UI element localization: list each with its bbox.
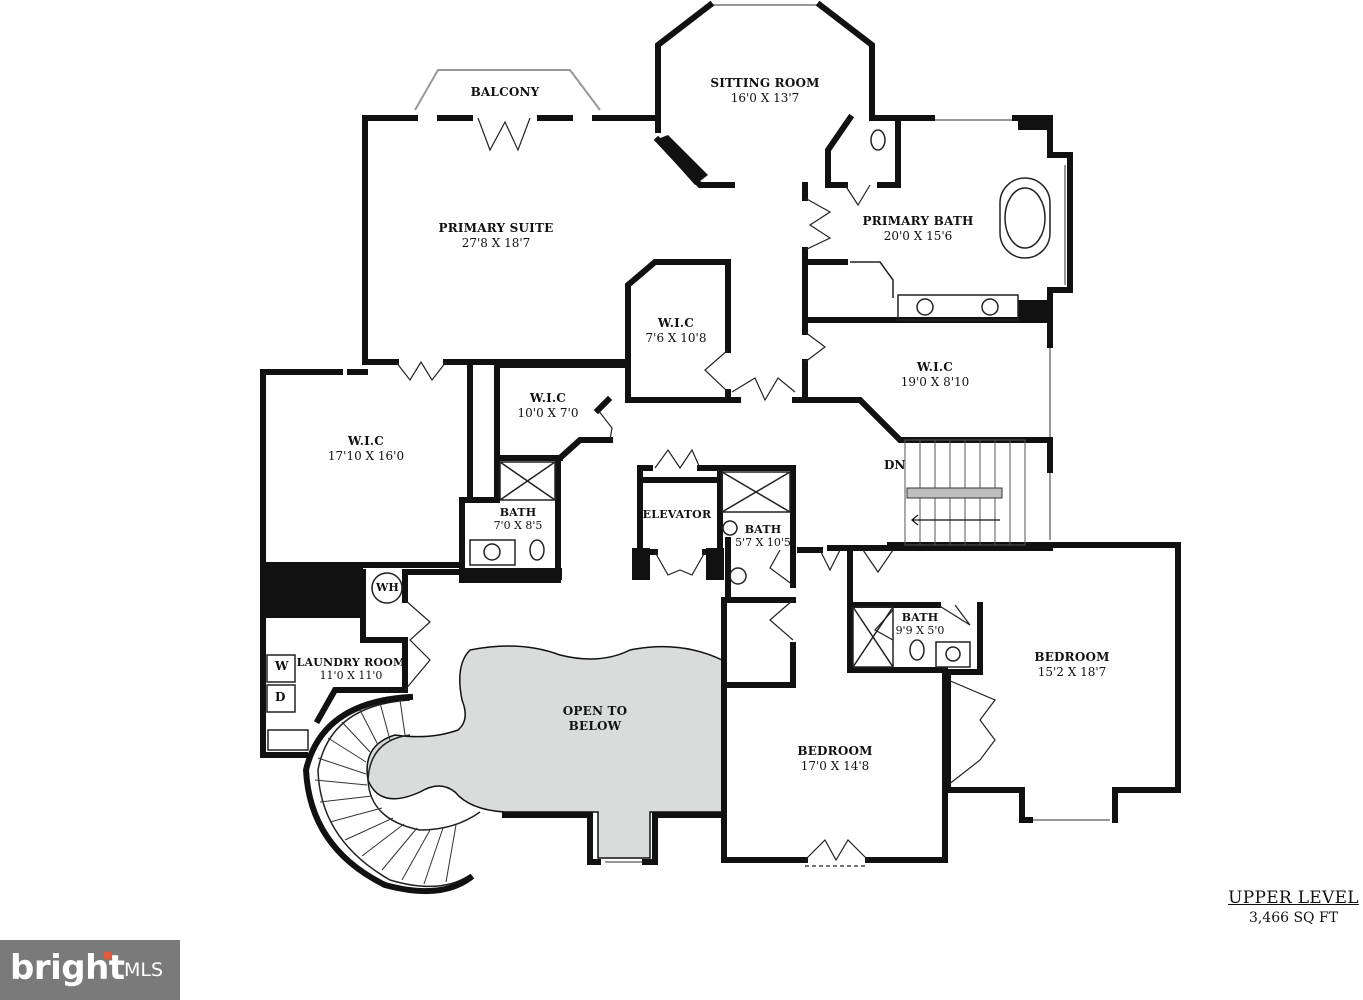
- wic-center-label: W.I.C 10'0 X 7'0: [508, 391, 588, 421]
- room-name: BALCONY: [470, 85, 540, 99]
- wic-small-label: W.I.C 7'6 X 10'8: [636, 316, 716, 346]
- bright-mls-logo: bright MLS: [0, 940, 180, 1000]
- room-dimensions: 19'0 X 8'10: [900, 375, 970, 389]
- room-dimensions: 9'9 X 5'0: [895, 624, 945, 637]
- main-staircase: [904, 439, 1026, 546]
- level-title: UPPER LEVEL: [1228, 888, 1359, 908]
- fixtures: [266, 129, 1051, 751]
- room-name: SITTING ROOM: [710, 76, 820, 90]
- room-dimensions: 11'0 X 11'0: [319, 669, 383, 682]
- wall-blocks: [263, 118, 1050, 618]
- room-name: BEDROOM: [1034, 650, 1110, 664]
- spiral-staircase: [302, 693, 481, 895]
- bath-center-label: BATH 5'7 X 10'5: [732, 523, 794, 549]
- room-name: BATH: [744, 523, 782, 536]
- stairs-down-tag: DN: [884, 458, 906, 472]
- wic-east-label: W.I.C 19'0 X 8'10: [885, 360, 985, 390]
- room-dimensions: 7'0 X 8'5: [493, 519, 543, 532]
- room-dimensions: 16'0 X 13'7: [730, 91, 800, 105]
- room-name: BATH: [499, 506, 537, 519]
- sitting-room-label: SITTING ROOM 16'0 X 13'7: [700, 76, 830, 106]
- balcony-label: BALCONY: [455, 85, 555, 100]
- room-dimensions: 27'8 X 18'7: [461, 236, 531, 250]
- room-name: LAUNDRY ROOM: [296, 656, 406, 669]
- level-area: 3,466 SQ FT: [1248, 910, 1339, 926]
- washer-tag: W: [275, 659, 289, 673]
- room-dimensions: 7'6 X 10'8: [645, 331, 707, 345]
- room-name: W.I.C: [916, 360, 954, 374]
- room-name: PRIMARY SUITE: [438, 221, 554, 235]
- room-name: W.I.C: [657, 316, 695, 330]
- bedroom-east-label: BEDROOM 15'2 X 18'7: [1022, 650, 1122, 680]
- primary-suite-label: PRIMARY SUITE 27'8 X 18'7: [431, 221, 561, 251]
- laundry-room-label: LAUNDRY ROOM 11'0 X 11'0: [296, 656, 406, 682]
- bath-west-label: BATH 7'0 X 8'5: [483, 506, 553, 532]
- room-name: ELEVATOR: [642, 508, 712, 521]
- water-heater-tag: WH: [376, 581, 399, 594]
- elevator-label: ELEVATOR: [641, 508, 713, 521]
- open-to-below-area: [366, 645, 723, 859]
- level-caption: UPPER LEVEL 3,466 SQ FT: [1226, 888, 1361, 926]
- wic-west-label: W.I.C 17'10 X 16'0: [316, 434, 416, 464]
- door-swings: [395, 117, 996, 867]
- room-name: BATH: [901, 611, 939, 624]
- open-to-below-label: OPEN TO BELOW: [555, 704, 635, 734]
- primary-bath-label: PRIMARY BATH 20'0 X 15'6: [853, 214, 983, 244]
- room-name: W.I.C: [529, 391, 567, 405]
- room-name: W.I.C: [347, 434, 385, 448]
- room-name: OPEN TO BELOW: [562, 704, 628, 733]
- dryer-tag: D: [275, 690, 286, 704]
- room-name: PRIMARY BATH: [862, 214, 974, 228]
- bath-east-label: BATH 9'9 X 5'0: [886, 611, 954, 637]
- bedroom-center-label: BEDROOM 17'0 X 14'8: [785, 744, 885, 774]
- room-dimensions: 17'10 X 16'0: [327, 449, 405, 463]
- room-dimensions: 17'0 X 14'8: [800, 759, 870, 773]
- room-name: BEDROOM: [797, 744, 873, 758]
- room-dimensions: 15'2 X 18'7: [1037, 665, 1107, 679]
- room-dimensions: 10'0 X 7'0: [517, 406, 579, 420]
- room-dimensions: 5'7 X 10'5: [735, 536, 791, 549]
- walls: [260, 0, 1181, 865]
- room-dimensions: 20'0 X 15'6: [883, 229, 953, 243]
